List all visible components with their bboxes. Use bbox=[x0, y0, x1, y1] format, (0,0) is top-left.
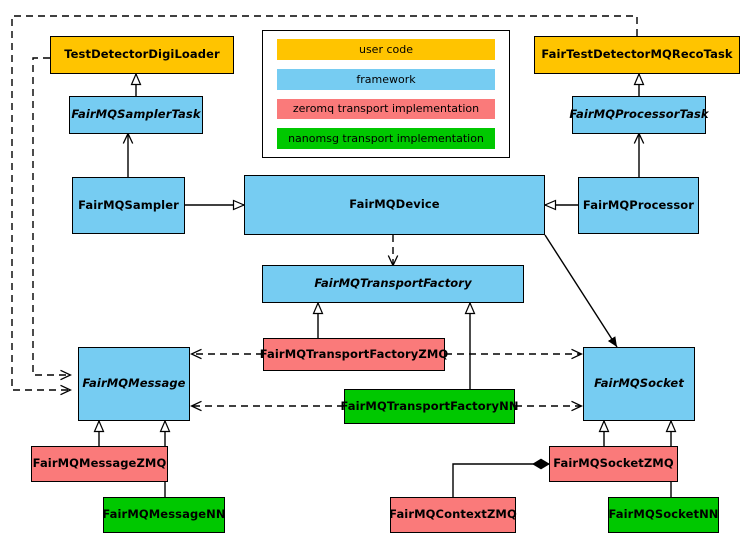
node-fairmq-context-zmq[interactable]: FairMQContextZMQ bbox=[389, 497, 517, 533]
edge-recotask-to-message bbox=[11, 15, 638, 390]
node-fairmq-transport-factory[interactable]: FairMQTransportFactory bbox=[262, 265, 524, 303]
node-fairmq-message-nn[interactable]: FairMQMessageNN bbox=[102, 497, 226, 533]
legend-item-nanomsg: nanomsg transport implementation bbox=[277, 128, 495, 149]
node-label: FairMQMessageNN bbox=[102, 507, 226, 522]
legend-label: zeromq transport implementation bbox=[292, 102, 480, 116]
node-label: FairTestDetectorMQRecoTask bbox=[541, 47, 733, 62]
legend-label: framework bbox=[356, 72, 416, 86]
node-fairmq-device[interactable]: FairMQDevice bbox=[244, 175, 545, 235]
node-label: TestDetectorDigiLoader bbox=[64, 47, 220, 62]
node-label: FairMQTransportFactory bbox=[314, 276, 472, 291]
node-label: FairMQSocket bbox=[594, 376, 684, 391]
legend-label: nanomsg transport implementation bbox=[288, 132, 484, 146]
node-label: FairMQProcessorTask bbox=[569, 107, 709, 122]
legend-item-user-code: user code bbox=[277, 39, 495, 60]
node-fairmq-socket-nn[interactable]: FairMQSocketNN bbox=[608, 497, 719, 533]
node-fairmq-processor[interactable]: FairMQProcessor bbox=[578, 177, 699, 234]
node-fairmq-processor-task[interactable]: FairMQProcessorTask bbox=[569, 96, 709, 134]
legend-panel: user code framework zeromq transport imp… bbox=[262, 30, 510, 158]
node-label: FairMQContextZMQ bbox=[389, 507, 517, 522]
node-fairmq-sampler[interactable]: FairMQSampler bbox=[72, 177, 185, 234]
edge-device-to-socket bbox=[544, 234, 618, 348]
node-label: FairMQTransportFactoryNN bbox=[340, 398, 519, 413]
legend-item-framework: framework bbox=[277, 68, 495, 90]
legend-label: user code bbox=[358, 42, 414, 56]
node-label: FairMQMessageZMQ bbox=[32, 456, 167, 471]
node-fairmq-transport-factory-zmq[interactable]: FairMQTransportFactoryZMQ bbox=[260, 338, 448, 371]
node-label: FairMQMessage bbox=[82, 376, 186, 391]
node-fairmq-message[interactable]: FairMQMessage bbox=[78, 347, 190, 421]
node-fairmq-sampler-task[interactable]: FairMQSamplerTask bbox=[69, 96, 203, 134]
node-fairmq-transport-factory-nn[interactable]: FairMQTransportFactoryNN bbox=[340, 389, 518, 424]
node-label: FairMQSampler bbox=[78, 197, 179, 212]
node-fairmq-message-zmq[interactable]: FairMQMessageZMQ bbox=[31, 446, 168, 482]
legend-item-zeromq: zeromq transport implementation bbox=[277, 98, 495, 120]
node-label: FairMQTransportFactoryZMQ bbox=[259, 346, 449, 361]
node-fairmq-socket-zmq[interactable]: FairMQSocketZMQ bbox=[549, 446, 678, 482]
node-label: FairMQSamplerTask bbox=[71, 107, 201, 122]
node-fairmq-socket[interactable]: FairMQSocket bbox=[583, 347, 695, 421]
node-fairtestdetector-mqrecotask[interactable]: FairTestDetectorMQRecoTask bbox=[534, 36, 740, 74]
edge-contextzmq-to-socketzmq bbox=[452, 458, 550, 497]
node-label: FairMQSocketZMQ bbox=[553, 456, 674, 471]
node-label: FairMQProcessor bbox=[582, 197, 695, 212]
node-test-detector-digi-loader[interactable]: TestDetectorDigiLoader bbox=[50, 36, 234, 74]
edge-digiloader-to-message bbox=[32, 57, 70, 375]
node-label: FairMQSocketNN bbox=[608, 507, 719, 522]
node-label: FairMQDevice bbox=[349, 197, 440, 212]
